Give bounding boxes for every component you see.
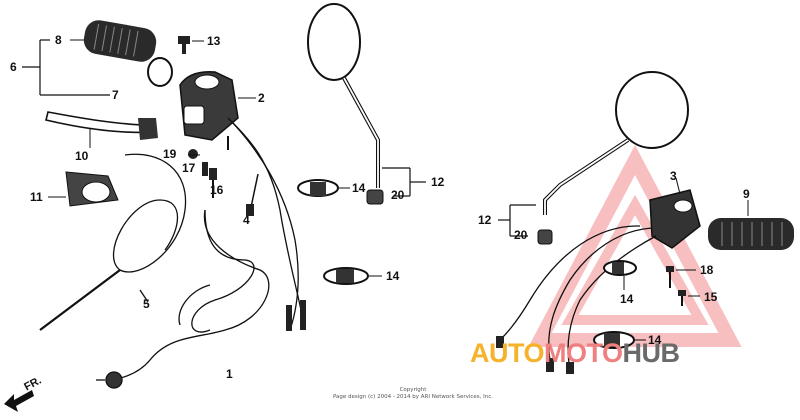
left-mirror [307,3,384,205]
band-14-b [323,267,382,285]
screws-15-18 [666,266,700,306]
callout-18: 18 [700,263,714,277]
right-grip [708,200,794,250]
clutch-lever [45,111,158,148]
copyright-line-2: Page design (c) 2004 - 2014 by ARI Netwo… [332,394,494,400]
callout-15: 15 [704,290,718,304]
bracket-12-left [382,167,426,197]
front-arrow-icon [4,390,34,412]
left-grip [70,20,173,87]
callout-3: 3 [670,169,677,183]
copyright-notice: Copyright Page design (c) 2004 - 2014 by… [318,387,508,401]
callout-13: 13 [207,34,221,48]
callout-1: 1 [226,367,233,381]
copyright-line-1: Copyright [399,387,427,393]
callout-12-right: 12 [478,213,492,227]
callout-16: 16 [210,183,224,197]
bracket-6 [22,39,110,96]
callout-12-left: 12 [431,175,445,189]
callout-11: 11 [30,190,43,204]
throttle-cable [96,209,270,389]
callout-10: 10 [75,149,89,163]
bracket-12-right [498,204,536,237]
callout-17: 17 [182,161,196,175]
clutch-cable [39,153,187,331]
right-switch-housing [649,177,701,249]
callout-20-left: 20 [391,188,405,202]
callout-19: 19 [163,147,177,161]
right-mirror [537,71,689,245]
callout-14-d: 14 [648,333,662,347]
band-14-d [593,331,646,349]
watermark-triangle [528,145,742,347]
callout-9: 9 [743,187,750,201]
callout-14-b: 14 [386,269,400,283]
callout-8: 8 [55,33,62,47]
callout-14-c: 14 [620,292,634,306]
callout-2: 2 [258,91,265,105]
band-14-c [603,260,637,290]
watermark-part-2: MOTO [544,338,623,368]
bolt-13 [178,36,204,54]
band-14-a [297,179,350,197]
watermark-part-1: AUTO [470,338,545,368]
callout-20-right: 20 [514,228,528,242]
callout-7: 7 [112,88,119,102]
callout-4: 4 [243,213,250,227]
watermark-logo: AUTOMOTOHUB [470,338,680,368]
callout-6: 6 [10,60,17,74]
callout-14-a: 14 [352,181,366,195]
left-switch-housing [179,71,256,141]
small-parts [188,136,229,198]
watermark-part-3: HUB [622,338,681,368]
callout-5: 5 [143,297,150,311]
lever-bracket [48,171,119,207]
